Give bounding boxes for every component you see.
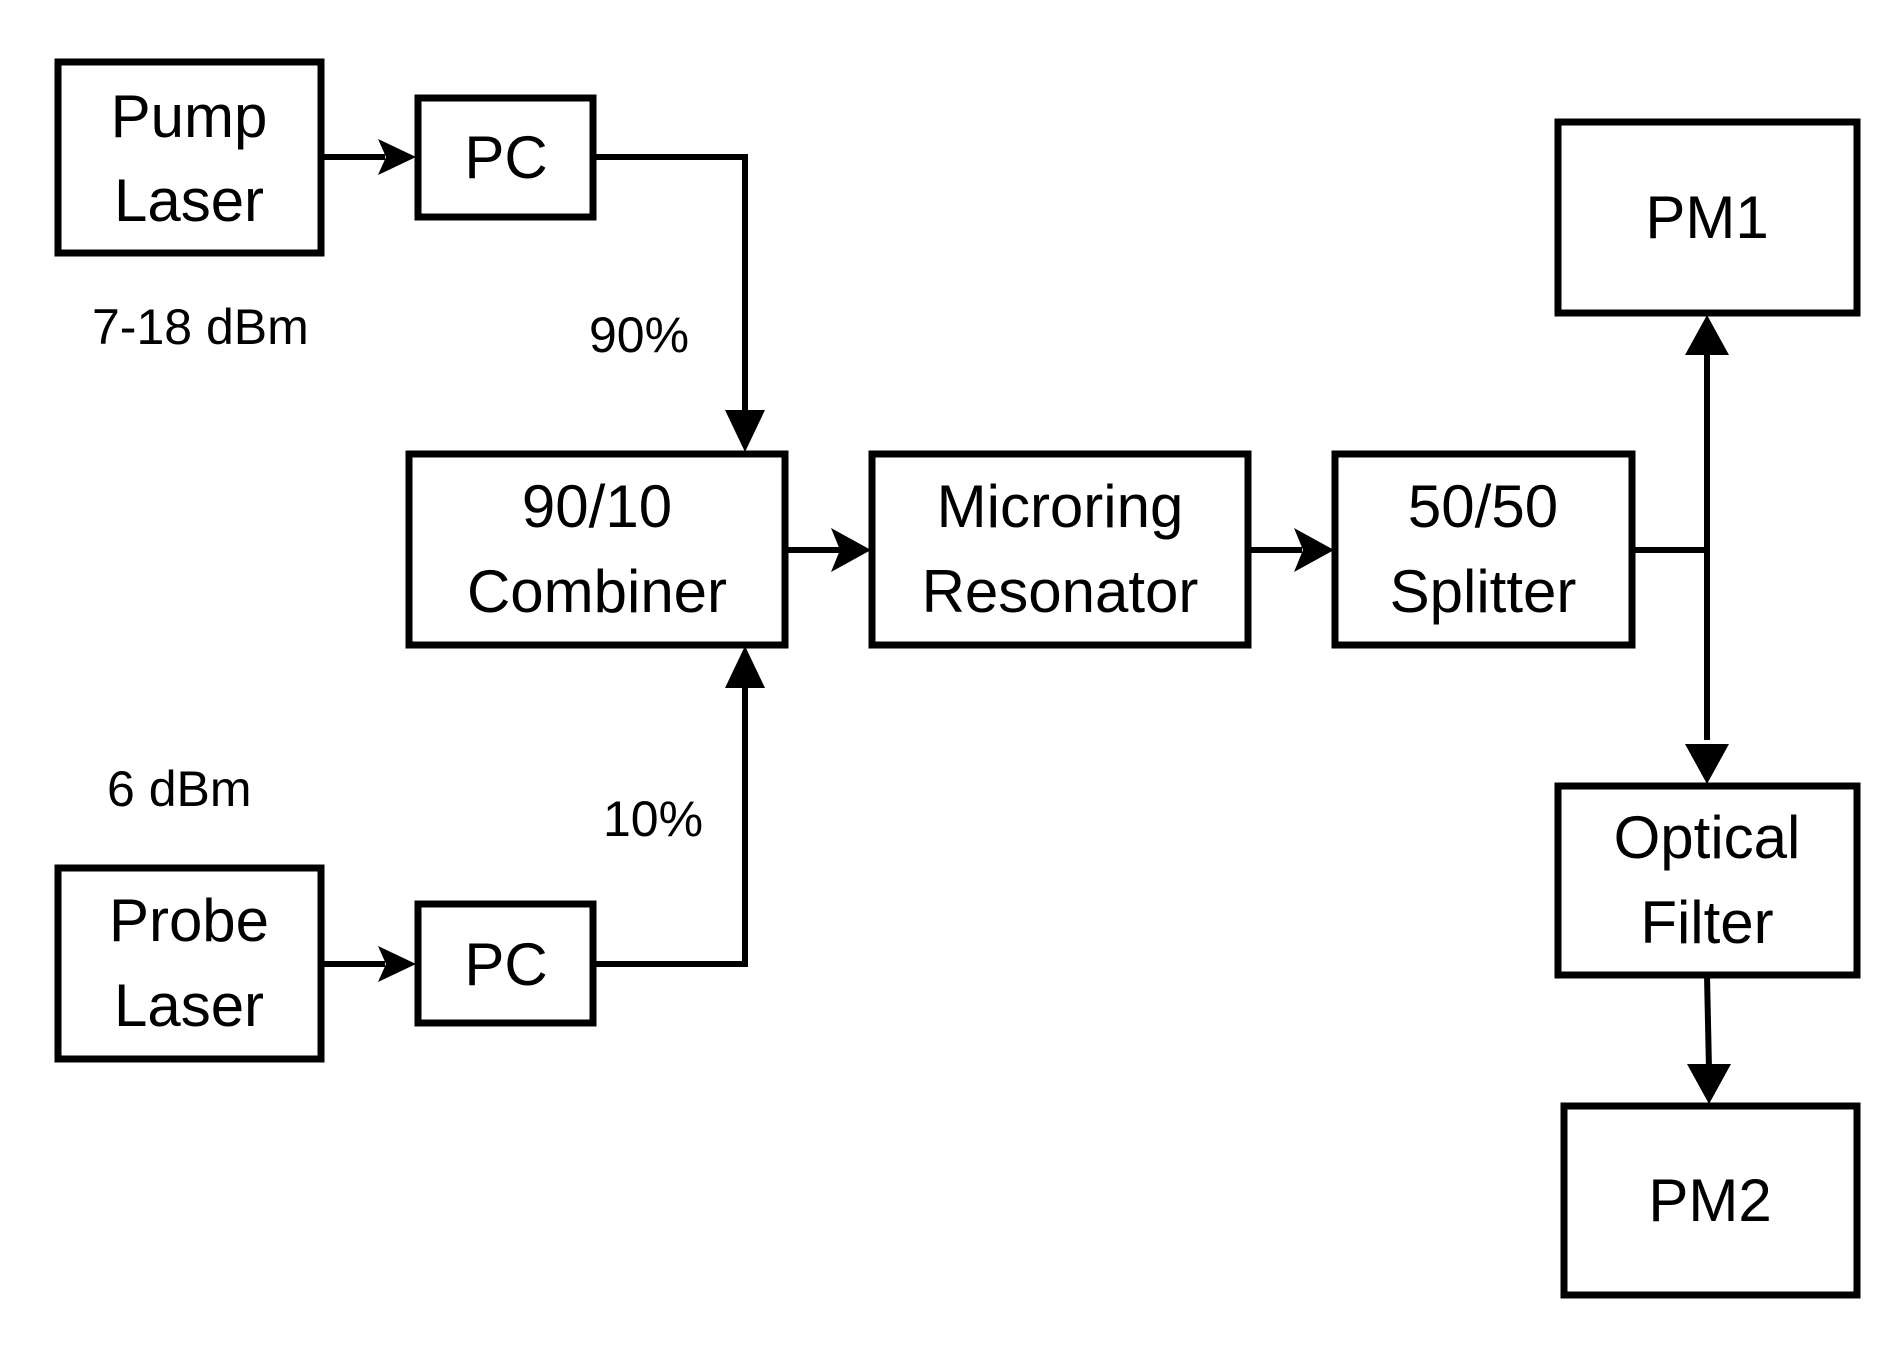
pump-laser-label-line1: Pump — [111, 83, 268, 150]
probe-laser-label-line2: Laser — [114, 972, 264, 1039]
arrowhead-combiner-to-microring — [831, 528, 871, 572]
microring-label-line1: Microring — [937, 473, 1184, 540]
connections — [322, 139, 1731, 1104]
arrowhead-pump-to-pc — [378, 139, 416, 175]
polarization-controller-top-block: PC — [414, 94, 597, 221]
combiner-label-line2: Combiner — [467, 558, 727, 625]
power-meter-2-block: PM2 — [1560, 1102, 1861, 1299]
microring-resonator-block: Microring Resonator — [868, 450, 1252, 649]
pc-top-label: PC — [464, 124, 547, 191]
pump-power-annotation: 7-18 dBm — [92, 299, 309, 355]
pm1-label: PM1 — [1645, 184, 1768, 251]
wire-pc-bottom-to-combiner — [594, 680, 748, 967]
arrowhead-probe-to-pc — [378, 946, 416, 982]
pc-bottom-label: PC — [464, 931, 547, 998]
arrowhead-to-pm1 — [1685, 315, 1729, 355]
optical-filter-block: Optical Filter — [1554, 782, 1861, 979]
pump-laser-label-line2: Laser — [114, 167, 264, 234]
probe-laser-block: Probe Laser — [54, 864, 325, 1063]
splitter-label-line2: Splitter — [1390, 558, 1577, 625]
arrowhead-pc-bottom-to-combiner — [725, 646, 765, 688]
filter-label-line2: Filter — [1640, 889, 1773, 956]
wire-filter-to-pm2 — [1704, 974, 1712, 1071]
pump-laser-block: Pump Laser — [54, 58, 325, 257]
arrowhead-pc-top-to-combiner — [725, 410, 765, 452]
splitter-block: 50/50 Splitter — [1331, 450, 1636, 649]
arrowhead-to-filter — [1685, 744, 1729, 784]
wire-pc-top-to-combiner — [594, 154, 748, 420]
combiner-block: 90/10 Combiner — [405, 450, 789, 649]
probe-ratio-annotation: 10% — [603, 791, 703, 847]
combiner-label-line1: 90/10 — [522, 473, 672, 540]
polarization-controller-bottom-block: PC — [414, 900, 597, 1027]
splitter-label-line1: 50/50 — [1408, 473, 1558, 540]
pump-ratio-annotation: 90% — [589, 307, 689, 363]
arrowhead-microring-to-splitter — [1294, 528, 1334, 572]
probe-laser-label-line1: Probe — [109, 887, 269, 954]
microring-label-line2: Resonator — [922, 558, 1199, 625]
arrowhead-to-pm2 — [1687, 1064, 1731, 1104]
power-meter-1-block: PM1 — [1554, 118, 1861, 317]
filter-label-line1: Optical — [1614, 804, 1801, 871]
probe-power-annotation: 6 dBm — [107, 761, 252, 817]
pm2-label: PM2 — [1648, 1167, 1771, 1234]
